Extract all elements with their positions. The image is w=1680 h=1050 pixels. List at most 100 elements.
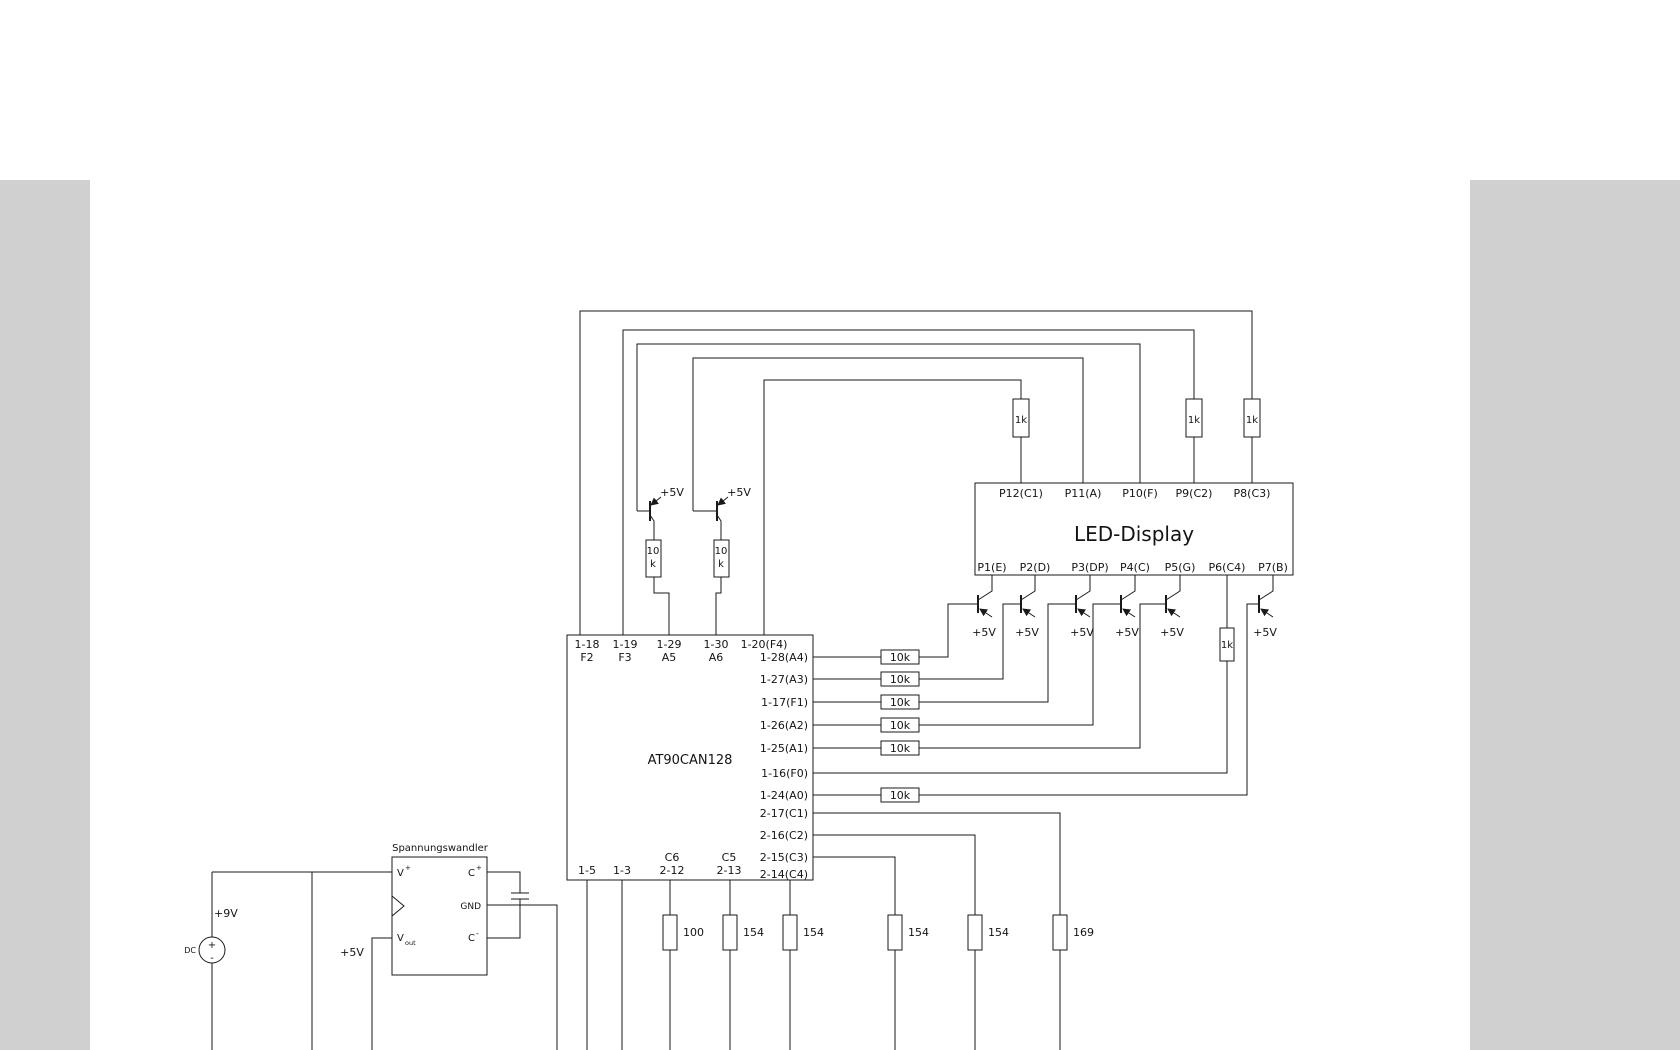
resistor-1k-c1: 1k — [1012, 398, 1030, 438]
wire — [487, 904, 558, 1050]
supply-label: +5V — [660, 486, 684, 499]
resistor-1k-c4: 1k — [1219, 575, 1235, 662]
mcu-pin-label: 2-14(C4) — [760, 868, 808, 881]
dc-label: DC — [184, 946, 196, 955]
polarity-plus: + — [208, 940, 216, 951]
emitter — [979, 608, 993, 618]
supply-label: +5V — [340, 946, 364, 959]
mcu-pin-label: 1-25(A1) — [760, 742, 808, 755]
resistor-value: 1k — [1221, 640, 1233, 651]
mcu-pin-label: 2-16(C2) — [760, 829, 808, 842]
mcu-pin-label: 1-30 — [704, 638, 729, 651]
wire — [579, 310, 1253, 635]
wire — [919, 603, 1020, 680]
mcu-pin-label: F2 — [580, 651, 593, 664]
mcu-pin-label: 1-18 — [575, 638, 600, 651]
emitter — [650, 496, 662, 506]
supply-label: +5V — [1160, 626, 1184, 639]
wire — [1258, 575, 1274, 601]
converter-pin-label: - — [476, 929, 479, 938]
emitter — [1077, 608, 1091, 618]
mcu-pin-label: A5 — [662, 651, 677, 664]
converter-pin-label: V — [397, 933, 404, 944]
wire — [1075, 575, 1091, 601]
mcu-title: AT90CAN128 — [648, 753, 733, 768]
resistor-value: 10k — [890, 719, 911, 732]
converter-pin-label: C — [468, 933, 475, 944]
wire — [1165, 575, 1181, 601]
supply-label: +5V — [727, 486, 751, 499]
wire — [715, 577, 722, 635]
mcu-pin-label: 2-17(C1) — [760, 807, 808, 820]
display-pin-label: P3(DP) — [1071, 561, 1108, 574]
wire — [692, 357, 1084, 511]
mcu-pin-label: 1-20(F4) — [741, 638, 788, 651]
converter-pin-label: out — [405, 939, 416, 947]
supply-label: +5V — [1070, 626, 1094, 639]
wire — [763, 379, 1022, 635]
wire — [813, 812, 1061, 915]
wire — [649, 514, 655, 540]
wire — [636, 343, 1141, 511]
wire — [919, 603, 1120, 726]
mcu-pin-label: 1-26(A2) — [760, 719, 808, 732]
wire — [716, 514, 722, 540]
mcu-pin-label: 1-5 — [578, 864, 596, 877]
mcu-pin-label: 2-15(C3) — [760, 851, 808, 864]
mcu-pin-label: F3 — [618, 651, 631, 664]
dc-source: + - +9V DC — [184, 872, 238, 1050]
supply-label: +5V — [1253, 626, 1277, 639]
display-pin-label: P6(C4) — [1209, 561, 1246, 574]
resistor-value: 100 — [683, 926, 704, 939]
wire — [919, 603, 977, 658]
wire — [813, 834, 976, 915]
transistor-seg-b: +5V — [1253, 575, 1277, 639]
transistor-seg-dp: +5V — [1070, 575, 1094, 639]
converter-pin-label: V — [397, 868, 404, 879]
transistor-seg-d: +5V — [1015, 575, 1039, 639]
wire — [653, 577, 670, 635]
mcu-pin-label: 2-13 — [717, 864, 742, 877]
resistor-value: 169 — [1073, 926, 1094, 939]
wire — [813, 856, 896, 915]
emitter — [1122, 608, 1136, 618]
display-pin-label: P10(F) — [1122, 487, 1158, 500]
mcu-pin-label: A6 — [709, 651, 724, 664]
voltage-converter: Spannungswandler V + C + GND V out C - — [391, 843, 489, 976]
display-pin-label: P7(B) — [1258, 561, 1288, 574]
display-pin-label: P1(E) — [977, 561, 1006, 574]
resistor-value: k — [650, 559, 656, 570]
transistor-seg-c: +5V — [1115, 575, 1139, 639]
converter-pin-label: C — [468, 868, 475, 879]
converter-pin-label: + — [476, 864, 482, 872]
resistor-value: 10k — [890, 789, 911, 802]
emitter — [717, 496, 729, 506]
emitter — [1022, 608, 1036, 618]
display-pin-label: P5(G) — [1165, 561, 1196, 574]
wire — [813, 661, 1228, 774]
display-pin-label: P8(C3) — [1234, 487, 1271, 500]
transistor-top-1: +5V — [637, 486, 684, 540]
mcu-pin-label: 1-16(F0) — [761, 767, 808, 780]
display-pin-label: P9(C2) — [1176, 487, 1213, 500]
resistor-value: 10 — [715, 546, 728, 557]
resistor-value: 1k — [1015, 415, 1027, 426]
wires-converter: +5V — [212, 871, 558, 1050]
resistor-value: 1k — [1246, 415, 1258, 426]
transistor-seg-g: +5V — [1160, 575, 1184, 639]
viewer-margin-left — [0, 180, 90, 1050]
display-pin-label: P2(D) — [1020, 561, 1051, 574]
wire — [371, 937, 392, 1050]
resistor-1k-c3: 1k — [1243, 398, 1261, 438]
wire — [1020, 575, 1036, 601]
mcu-pin-label: 1-19 — [613, 638, 638, 651]
wire — [919, 603, 1075, 703]
wire — [919, 603, 1165, 749]
wire — [919, 603, 1258, 796]
supply-label: +9V — [214, 907, 238, 920]
resistor-1k-c2: 1k — [1185, 398, 1203, 438]
viewer-margin-right — [1470, 180, 1680, 1050]
amp-triangle-icon — [391, 894, 405, 918]
mcu-pin-label: 1-27(A3) — [760, 673, 808, 686]
